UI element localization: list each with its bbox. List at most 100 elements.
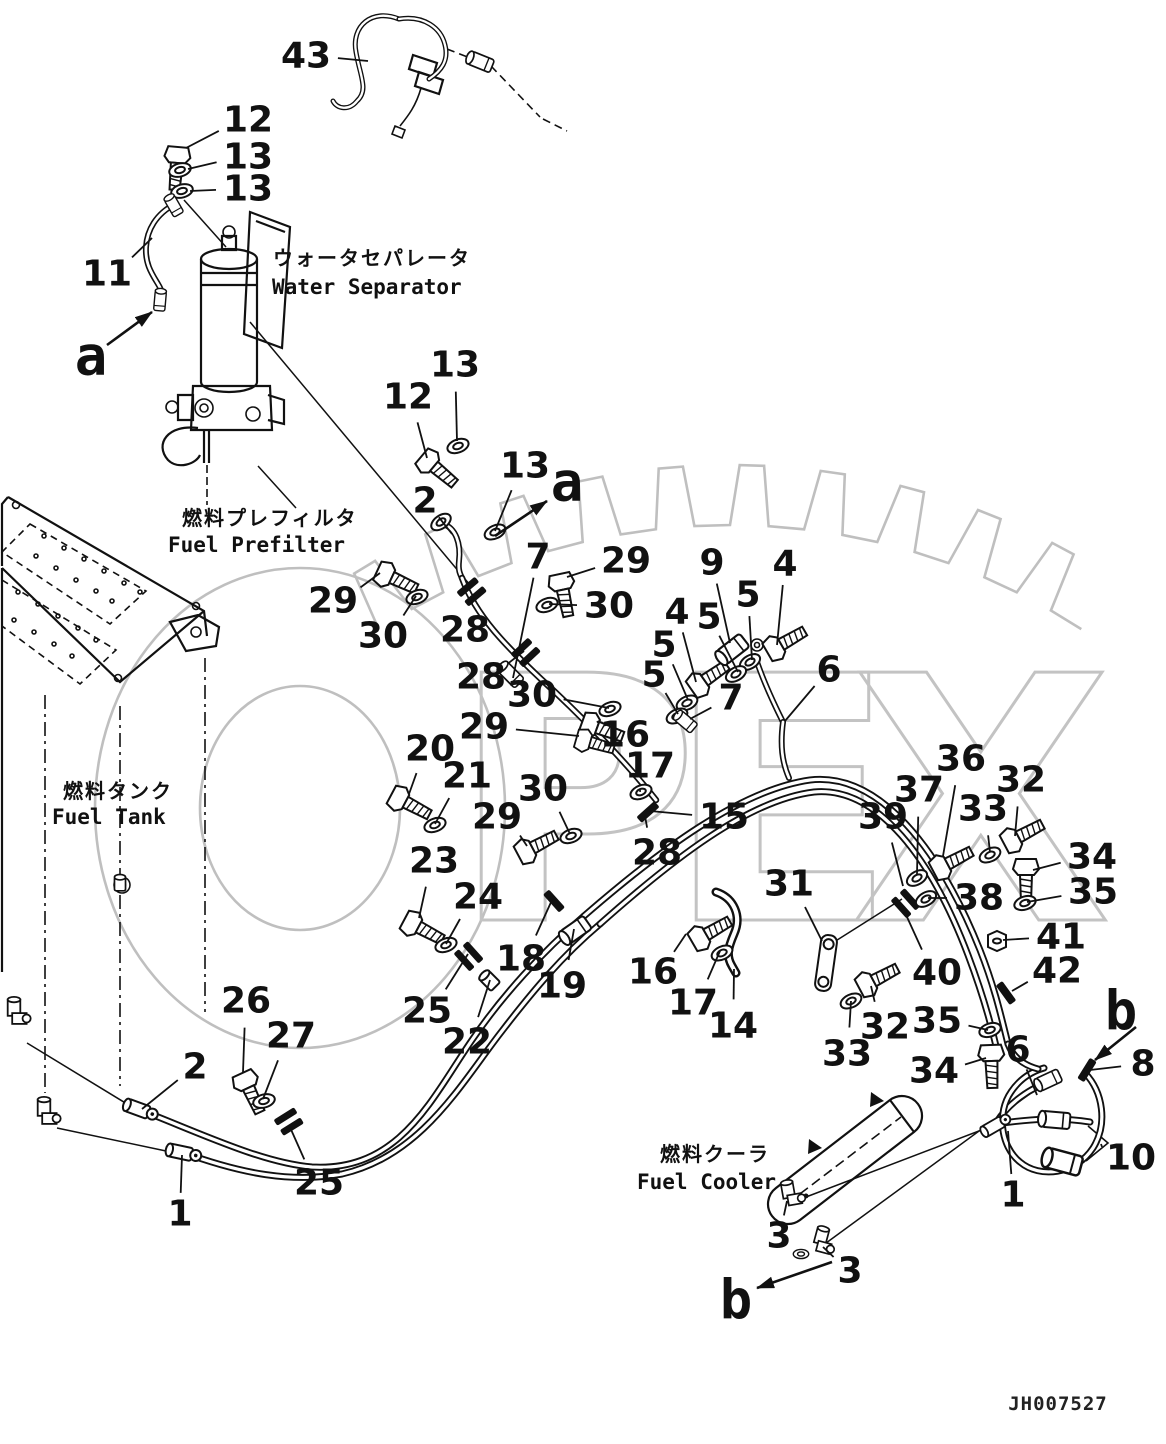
callout-1: 1 [167, 1194, 192, 1235]
fuel-cooler-label-en: Fuel Cooler [637, 1170, 776, 1194]
callout-37: 37 [894, 770, 944, 811]
component-detail [75, 625, 81, 631]
view-arrow-icon [1094, 1025, 1137, 1062]
callout-33: 33 [822, 1034, 872, 1075]
cap-part [113, 873, 127, 892]
leader-line [454, 391, 458, 442]
reference-line [833, 898, 903, 943]
callout-32: 32 [860, 1007, 910, 1048]
sleeve-part [1036, 1109, 1072, 1131]
callout-25: 25 [402, 991, 452, 1032]
leader-line [664, 692, 679, 715]
watermark-letter-o [198, 684, 402, 932]
callout-13: 13 [430, 345, 480, 386]
callout-3: 3 [766, 1216, 791, 1257]
fuel-prefilter-label-jp: 燃料プレフィルタ [182, 506, 358, 530]
callout-34: 34 [1067, 837, 1117, 878]
leader-line [416, 422, 428, 459]
leader-line [1007, 1130, 1013, 1175]
callout-15: 15 [699, 797, 749, 838]
leader-line [288, 1124, 306, 1160]
callout-6: 6 [1005, 1030, 1030, 1071]
leader-line [1100, 1143, 1103, 1148]
callout-42: 42 [1032, 951, 1082, 992]
component-detail [53, 565, 59, 571]
component-outline [189, 384, 274, 432]
component-detail [69, 653, 75, 659]
leader-line [494, 489, 513, 532]
leader-line [906, 916, 923, 950]
component-detail [93, 637, 99, 643]
leader-line [1002, 937, 1030, 941]
callout-35: 35 [1068, 872, 1118, 913]
leader-line [870, 985, 876, 1003]
reference-line [183, 199, 227, 248]
callout-18: 18 [496, 939, 546, 980]
callout-21: 21 [442, 756, 492, 797]
component-detail [33, 553, 39, 559]
component-detail [245, 406, 261, 422]
component-detail [190, 626, 202, 638]
leader-line [681, 632, 697, 683]
leader-line [515, 728, 580, 737]
leader-line [942, 785, 957, 857]
reference-line [257, 465, 297, 509]
leader-line [512, 577, 535, 679]
component-outline [390, 124, 407, 140]
callout-7: 7 [718, 678, 743, 719]
component-detail [137, 589, 143, 595]
construction-line [1, 579, 118, 686]
hose-line-core [441, 522, 464, 580]
hose-line-core [460, 576, 658, 802]
callout-2: 2 [412, 481, 437, 522]
leader-line [408, 772, 418, 795]
reference-line [56, 1127, 167, 1152]
leader-line [131, 237, 153, 259]
component-detail [753, 641, 761, 649]
callout-4: 4 [772, 544, 797, 585]
component-detail [222, 225, 236, 239]
leader-line [822, 1246, 835, 1258]
leader-line [783, 1200, 788, 1216]
leader-line [477, 979, 491, 1018]
component-outline [161, 426, 202, 467]
leader-line [644, 815, 648, 828]
callout-23: 23 [409, 841, 459, 882]
sleeve-part [463, 49, 496, 74]
component-detail [31, 629, 37, 635]
callout-36: 36 [936, 739, 986, 780]
leader-line [649, 810, 693, 816]
callout-30: 30 [358, 616, 408, 657]
leader-line [563, 698, 610, 709]
component-detail [81, 556, 87, 562]
callout-30: 30 [507, 675, 557, 716]
callout-13: 13 [500, 446, 550, 487]
callout-38: 38 [954, 878, 1004, 919]
hose-line-core [713, 889, 740, 976]
reference-line [805, 1125, 993, 1198]
callout-5: 5 [641, 655, 666, 696]
component-detail [199, 403, 209, 413]
component-detail [15, 589, 21, 595]
view-ref-a: a [75, 325, 108, 388]
callout-8: 8 [1130, 1044, 1155, 1085]
callout-32: 32 [996, 760, 1046, 801]
sleeve-part [152, 287, 168, 312]
reference-line [26, 1042, 133, 1108]
construction-line [787, 1116, 902, 1204]
component-labels: ウォータセパレータ Water Separator 燃料プレフィルタ Fuel … [52, 246, 776, 1194]
callout-34: 34 [909, 1051, 959, 1092]
callout-14: 14 [708, 1006, 758, 1047]
leader-line [968, 1024, 989, 1031]
view-ref-b: b [1105, 980, 1138, 1043]
callout-24: 24 [453, 877, 503, 918]
callout-17: 17 [668, 983, 718, 1024]
leader-line [804, 906, 823, 942]
leader-line [784, 685, 816, 722]
leader-line [558, 811, 571, 835]
leader-line [187, 161, 217, 170]
component-detail [11, 500, 21, 510]
leader-line [916, 816, 920, 875]
callout-5: 5 [651, 625, 676, 666]
leader-line [718, 635, 739, 673]
